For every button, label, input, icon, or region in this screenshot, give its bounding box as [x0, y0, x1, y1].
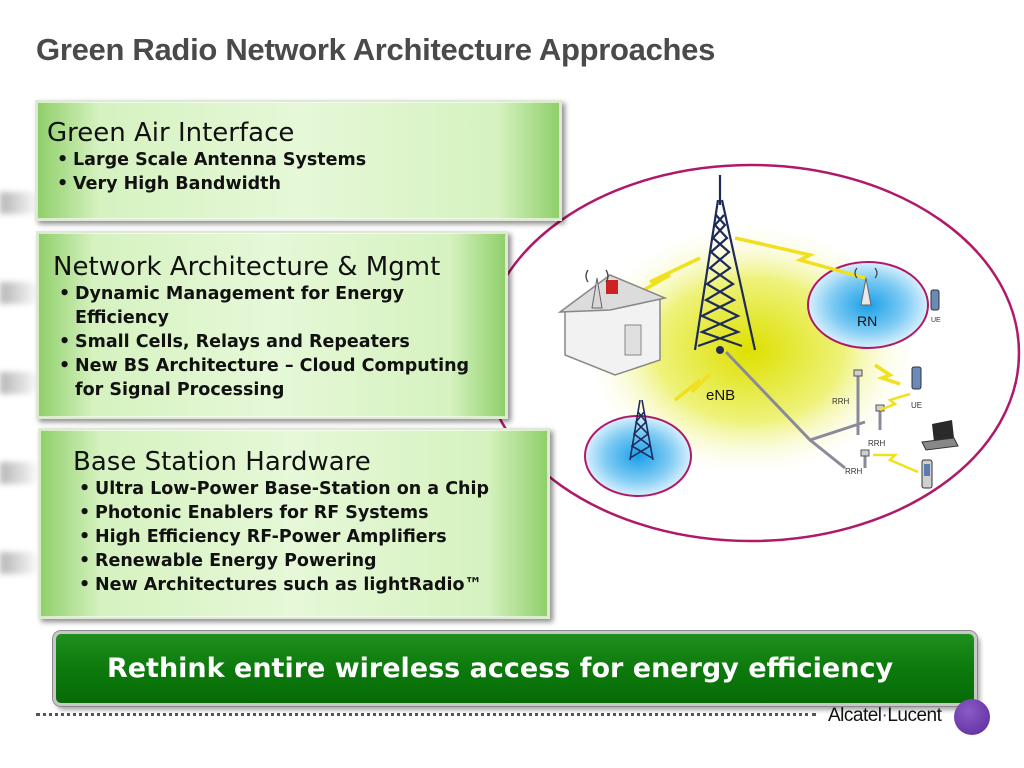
- rrh-label-1: RRH: [832, 397, 850, 406]
- enb-label: eNB: [706, 387, 735, 404]
- page-title: Green Radio Network Architecture Approac…: [36, 32, 716, 67]
- panel-network-architecture: Network Architecture & Mgmt Dynamic Mana…: [36, 231, 508, 419]
- company-logo: Alcatel·Lucent: [828, 705, 942, 727]
- panel-green-air-interface: Green Air Interface Large Scale Antenna …: [35, 100, 562, 221]
- list-item: Large Scale Antenna Systems: [51, 148, 560, 172]
- handheld-device-icon: [921, 459, 933, 489]
- bullet-list: Ultra Low-Power Base-Station on a Chip P…: [73, 477, 548, 597]
- footer-divider: [36, 713, 816, 716]
- decor-streak-4: [0, 462, 40, 484]
- list-item: New BS Architecture – Cloud Computing: [53, 354, 506, 378]
- list-item: Dynamic Management for Energy: [53, 282, 506, 306]
- list-item: Ultra Low-Power Base-Station on a Chip: [73, 477, 548, 501]
- panel-heading: Green Air Interface: [47, 118, 295, 148]
- rn-antenna-icon: [854, 267, 878, 306]
- decor-streak-3: [0, 372, 40, 394]
- house-icon: [557, 269, 668, 376]
- bullet-list: Dynamic Management for Energy Efficiency…: [53, 282, 506, 402]
- list-item: Photonic Enablers for RF Systems: [73, 501, 548, 525]
- network-diagram: RN UE eNB RRH RRH RRH UE: [470, 160, 1024, 560]
- ue-small-label: UE: [931, 317, 941, 324]
- logo-dot: ·: [881, 705, 888, 726]
- enb-tower-icon: [693, 175, 757, 351]
- list-item: Very High Bandwidth: [51, 172, 560, 196]
- rrh-fiber: [724, 350, 882, 470]
- rn-label: RN: [857, 313, 877, 329]
- banner-text: Rethink entire wireless access for energ…: [106, 653, 894, 684]
- panel-heading: Network Architecture & Mgmt: [53, 252, 441, 282]
- small-cell: [584, 415, 692, 497]
- bullet-list: Large Scale Antenna Systems Very High Ba…: [51, 148, 560, 196]
- list-item: for Signal Processing: [75, 380, 285, 400]
- ue-label: UE: [911, 401, 922, 410]
- small-cell-tower-icon: [629, 399, 654, 461]
- rn-phone-icon: [930, 289, 940, 311]
- laptop-icon: [921, 420, 959, 451]
- list-item: Small Cells, Relays and Repeaters: [53, 330, 506, 354]
- logo-mark-icon: [954, 699, 990, 735]
- decor-streak-1: [0, 192, 40, 214]
- panel-heading: Base Station Hardware: [73, 447, 371, 477]
- list-item: Renewable Energy Powering: [73, 549, 548, 573]
- summary-banner: Rethink entire wireless access for energ…: [53, 631, 977, 706]
- wireless-links: [634, 236, 901, 402]
- decor-streak-2: [0, 282, 40, 304]
- list-item: New Architectures such as lightRadio™: [73, 573, 548, 597]
- panel-base-station-hardware: Base Station Hardware Ultra Low-Power Ba…: [38, 428, 550, 619]
- ue-phone-icon: [911, 366, 922, 390]
- decor-streak-5: [0, 552, 40, 574]
- rrh-label-2: RRH: [868, 439, 886, 448]
- list-item: Efficiency: [75, 308, 169, 328]
- logo-text-left: Alcatel: [828, 705, 882, 726]
- rrh-label-3: RRH: [845, 467, 863, 476]
- list-item: High Efficiency RF-Power Amplifiers: [73, 525, 548, 549]
- logo-text-right: Lucent: [887, 705, 942, 726]
